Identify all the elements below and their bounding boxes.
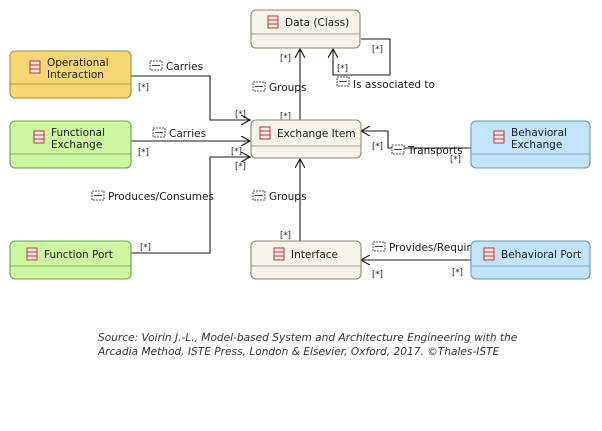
label-provides-requires: Provides/Requires [389, 242, 482, 254]
relation-icon [391, 144, 405, 155]
relation-icon [152, 127, 166, 138]
relation-icon [149, 60, 163, 71]
edge-carries-operational[interactable] [131, 75, 250, 120]
node-label-line2: Interaction [47, 69, 104, 81]
label-carries-1: Carries [166, 61, 203, 73]
label-groups-top: Groups [269, 82, 306, 94]
multiplicity: [*] [235, 162, 246, 172]
class-icon [33, 130, 45, 144]
label-produces-consumes: Produces/Consumes [108, 191, 214, 203]
multiplicity: [*] [280, 112, 291, 122]
node-behavioral-exchange[interactable]: Behavioral Exchange [470, 120, 591, 169]
class-icon [26, 247, 38, 261]
node-label-line2: Exchange [51, 139, 102, 151]
class-icon [493, 130, 505, 144]
node-label: Behavioral Port [501, 249, 581, 261]
multiplicity: [*] [280, 231, 291, 241]
node-functional-exchange[interactable]: Functional Exchange [9, 120, 132, 169]
edge-labels: Carries Carries Groups Is associated to … [91, 60, 482, 254]
multiplicity: [*] [337, 64, 348, 74]
multiplicity: [*] [138, 83, 149, 93]
multiplicity: [*] [372, 142, 383, 152]
multiplicities: [*] [*] [*] [*] [*] [*] [*] [*] [*] [*] … [138, 45, 463, 280]
class-icon [483, 247, 495, 261]
class-icon [267, 15, 279, 29]
edge-produces-consumes[interactable] [131, 157, 250, 254]
label-transports: Transports [407, 145, 463, 157]
node-operational-interaction[interactable]: Operational Interaction [9, 50, 132, 99]
node-label-line1: Operational [47, 57, 109, 69]
multiplicity: [*] [235, 110, 246, 120]
source-citation: Source: Voirin J.-L., Model-based System… [98, 331, 568, 359]
relation-icon [91, 190, 105, 201]
relation-icon [252, 190, 266, 201]
edge-is-associated-to[interactable] [333, 38, 391, 76]
relation-icon [372, 241, 386, 252]
multiplicity: [*] [138, 148, 149, 158]
node-label: Function Port [44, 249, 113, 261]
node-label-line2: Exchange [511, 139, 562, 151]
multiplicity: [*] [140, 243, 151, 253]
node-behavioral-port[interactable]: Behavioral Port [470, 240, 591, 280]
edges [131, 38, 471, 260]
node-label-line1: Behavioral [511, 127, 567, 139]
node-label-line1: Functional [51, 127, 105, 139]
edge-transports[interactable] [361, 131, 471, 149]
source-line-1: Source: Voirin J.-L., Model-based System… [98, 332, 518, 344]
node-label: Exchange Item [277, 128, 356, 140]
label-is-associated-to: Is associated to [353, 79, 435, 91]
node-label: Data (Class) [285, 17, 349, 29]
node-label: Interface [291, 249, 338, 261]
multiplicity: [*] [372, 45, 383, 55]
class-icon [273, 247, 285, 261]
class-icon [259, 126, 271, 140]
relation-icon [252, 81, 266, 92]
node-interface[interactable]: Interface [250, 240, 362, 280]
multiplicity: [*] [450, 155, 461, 165]
multiplicity: [*] [372, 270, 383, 280]
relation-icon [336, 76, 350, 87]
source-line-2: Arcadia Method, ISTE Press, London & Els… [98, 346, 500, 358]
label-groups-bottom: Groups [269, 191, 306, 203]
multiplicity: [*] [231, 147, 242, 157]
multiplicity: [*] [280, 54, 291, 64]
node-exchange-item[interactable]: Exchange Item [250, 119, 362, 159]
node-data-class[interactable]: Data (Class) [250, 9, 361, 49]
multiplicity: [*] [452, 268, 463, 278]
node-function-port[interactable]: Function Port [9, 240, 132, 280]
label-carries-2: Carries [169, 128, 206, 140]
class-icon [29, 60, 41, 74]
